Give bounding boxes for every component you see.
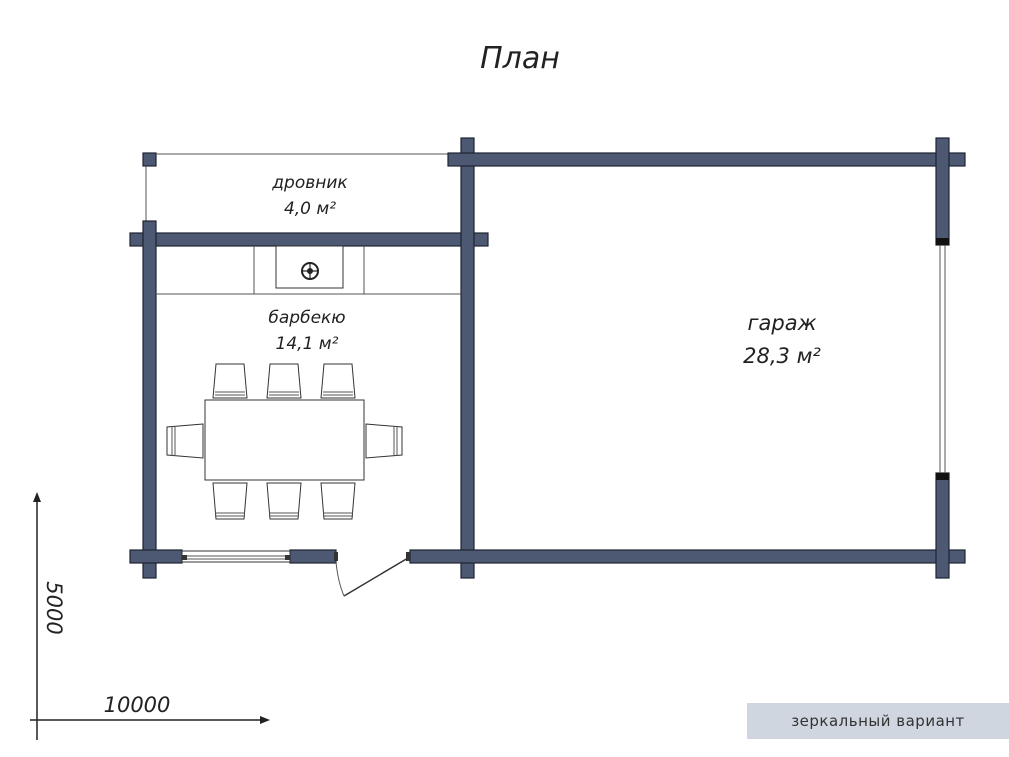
barbecue-area: 14,1 м² [276, 334, 339, 354]
entrance-door [334, 552, 410, 597]
dining-table [204, 399, 365, 481]
garage-label: гараж [747, 311, 816, 335]
depth-dimension: 5000 [42, 581, 66, 634]
garage-area: 28,3 м² [743, 344, 821, 368]
chairs-top [212, 363, 356, 399]
barbecue-window [181, 550, 291, 563]
chairs-sides [166, 423, 403, 459]
woodshed-area: 4,0 м² [284, 199, 336, 219]
bbq-counter [156, 245, 461, 295]
chairs-bottom [212, 482, 356, 520]
arrow-right-icon [260, 716, 270, 724]
garage-gate [936, 238, 949, 480]
dimension-axes [30, 492, 270, 740]
width-dimension: 10000 [104, 693, 171, 717]
woodshed-label: дровник [271, 173, 348, 193]
arrow-up-icon [33, 492, 41, 502]
barbecue-label: барбекю [268, 308, 345, 328]
variant-badge: зеркальный вариант [747, 703, 1009, 739]
barbecue-walls [129, 220, 489, 579]
plan-title: План [480, 41, 560, 76]
garage-walls [409, 137, 966, 579]
woodshed-outline [142, 152, 448, 233]
